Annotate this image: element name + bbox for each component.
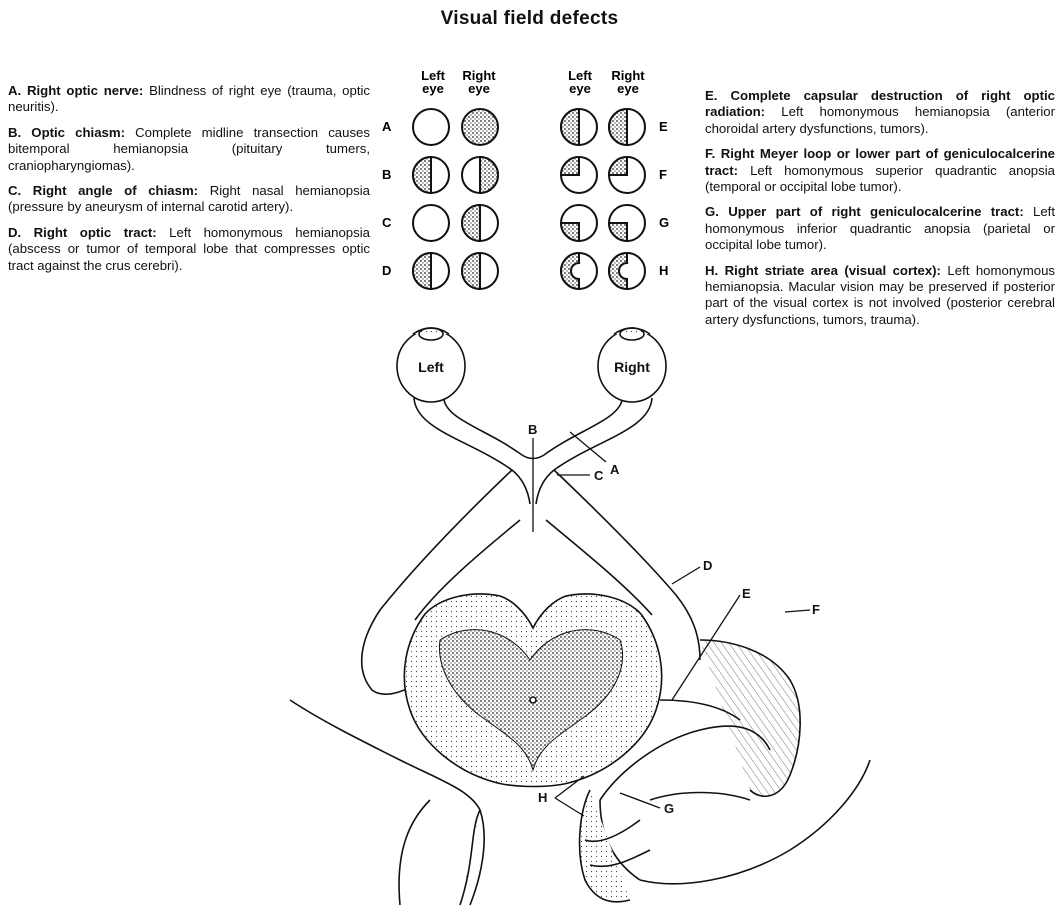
field-h-right [609, 253, 645, 289]
field-f-left [561, 157, 597, 193]
field-e-left [561, 109, 597, 145]
field-g-right [609, 205, 645, 241]
row-letter-g: G [659, 215, 669, 230]
row-letter-c: C [382, 215, 392, 230]
field-b-left [413, 157, 449, 193]
field-c-right [462, 205, 498, 241]
field-a-right [462, 109, 498, 145]
left-eye-label: Left [418, 359, 444, 375]
diagram-label-d: D [703, 558, 712, 573]
midbrain [404, 594, 661, 786]
row-letter-d: D [382, 263, 391, 278]
visual-field-grid [413, 109, 645, 289]
pointer-h-2 [555, 798, 584, 816]
diagram-label-e: E [742, 586, 751, 601]
pointer-g [620, 793, 660, 808]
row-letter-b: B [382, 167, 391, 182]
diagram-label-h: H [538, 790, 547, 805]
field-d-left [413, 253, 449, 289]
anatomy-diagram: Left Right [290, 328, 870, 905]
field-e-right [609, 109, 645, 145]
field-a-left [413, 109, 449, 145]
diagram-label-b: B [528, 422, 537, 437]
field-f-right [609, 157, 645, 193]
field-h-left [561, 253, 597, 289]
diagram-label-a: A [610, 462, 620, 477]
row-letter-a: A [382, 119, 392, 134]
row-letter-h: H [659, 263, 668, 278]
pointer-d [672, 567, 700, 584]
right-eye-label: Right [614, 359, 650, 375]
field-d-right [462, 253, 498, 289]
field-c-left [413, 205, 449, 241]
row-letter-f: F [659, 167, 667, 182]
field-g-left [561, 205, 597, 241]
diagram-label-f: F [812, 602, 820, 617]
diagram-label-c: C [594, 468, 604, 483]
field-b-right [462, 157, 498, 193]
diagram-label-g: G [664, 801, 674, 816]
pointer-f [785, 610, 810, 612]
row-letter-e: E [659, 119, 668, 134]
